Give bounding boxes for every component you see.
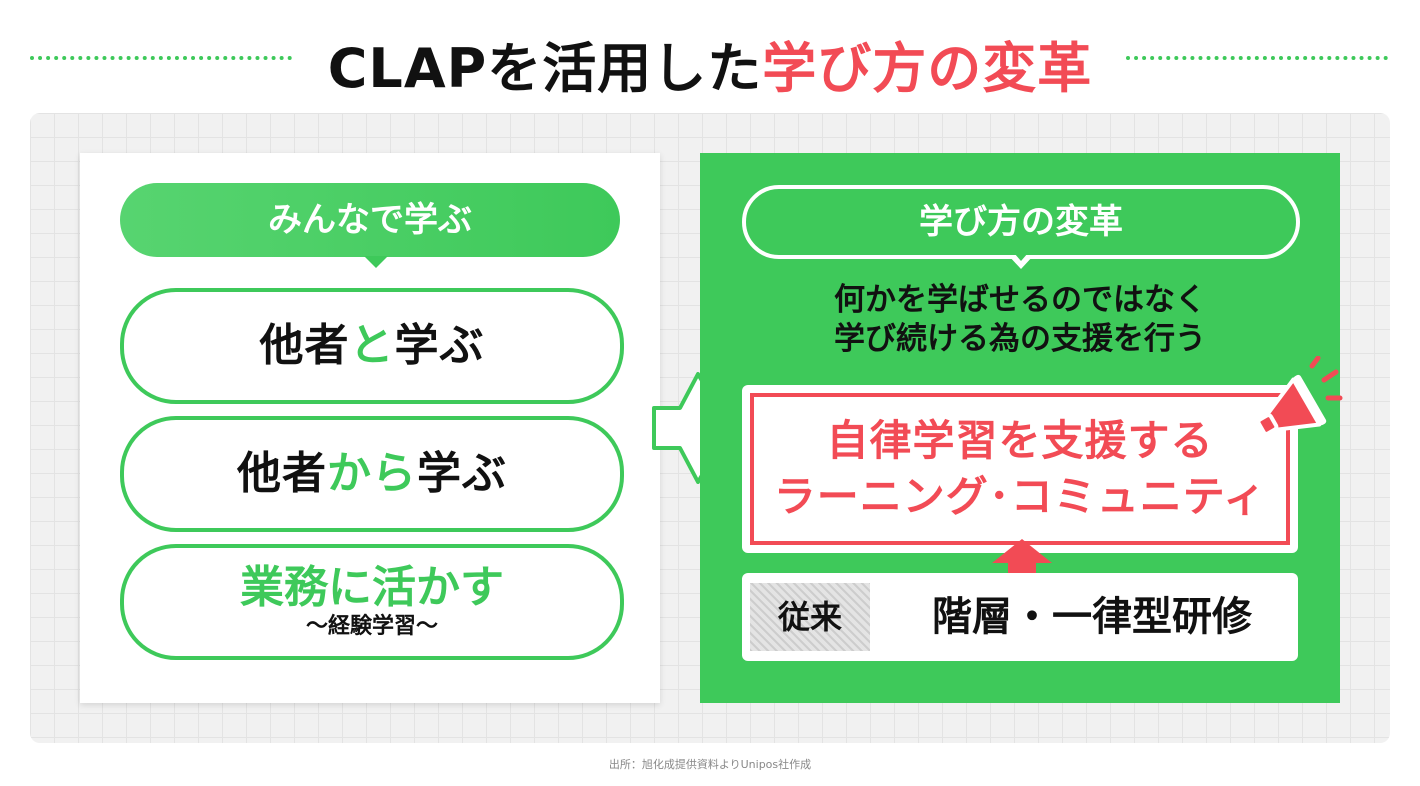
left-card: みんなで学ぶ 他者と学ぶ 他者から学ぶ 業務に活かす ～経験学習～ (80, 153, 660, 703)
right-card: 学び方の変革 何かを学ばせるのではなく 学び続ける為の支援を行う 自律学習を支援… (700, 153, 1343, 703)
megaphone-icon (1256, 356, 1343, 436)
description-line-2: 学び続ける為の支援を行う (834, 321, 1206, 357)
pill1-part1: 他者 (259, 320, 350, 371)
pill-learn-from-others: 他者から学ぶ (120, 416, 624, 532)
pill1-text: 他者と学ぶ (260, 320, 485, 371)
page-title: CLAPを活用した学び方の変革 (300, 24, 1120, 103)
traditional-label: 従来 (750, 583, 870, 651)
traditional-text: 階層・一律型研修 (932, 594, 1252, 640)
pill-apply-to-work: 業務に活かす ～経験学習～ (120, 544, 624, 660)
source-note: 出所：旭化成提供資料よりUnipos社作成 (608, 758, 812, 771)
pill3-main: 業務に活かす (240, 562, 504, 613)
title-dotted-line-right (1126, 56, 1388, 60)
pill2-accent: から (327, 448, 417, 499)
highlight-line-2: ラーニング･コミュニティ (773, 472, 1267, 521)
pill-learn-with-others: 他者と学ぶ (120, 288, 624, 404)
left-header-bubble: みんなで学ぶ (120, 183, 620, 268)
description-line-1: 何かを学ばせるのではなく (834, 282, 1206, 318)
title-prefix: CLAPを活用した (327, 37, 763, 100)
traditional-box: 従来 階層・一律型研修 (742, 573, 1298, 661)
highlight-box: 自律学習を支援する ラーニング･コミュニティ (742, 385, 1298, 553)
description: 何かを学ばせるのではなく 学び続ける為の支援を行う (740, 281, 1300, 359)
title-accent: 学び方の変革 (762, 37, 1093, 100)
right-header-bubble: 学び方の変革 (742, 185, 1300, 269)
pill1-part2: 学ぶ (394, 320, 485, 371)
pill2-part1: 他者 (237, 448, 327, 499)
pill2-part2: 学ぶ (417, 448, 507, 499)
arrow-up-icon (992, 539, 1052, 587)
highlight-line-1: 自律学習を支援する (826, 416, 1214, 465)
title-dotted-line-left (30, 56, 292, 60)
title-row: CLAPを活用した学び方の変革 (0, 18, 1420, 100)
pill3-sub: ～経験学習～ (305, 614, 438, 639)
highlight-border: 自律学習を支援する ラーニング･コミュニティ (750, 393, 1290, 545)
pill2-text: 他者から学ぶ (237, 448, 507, 499)
pill1-accent: と (349, 320, 395, 371)
